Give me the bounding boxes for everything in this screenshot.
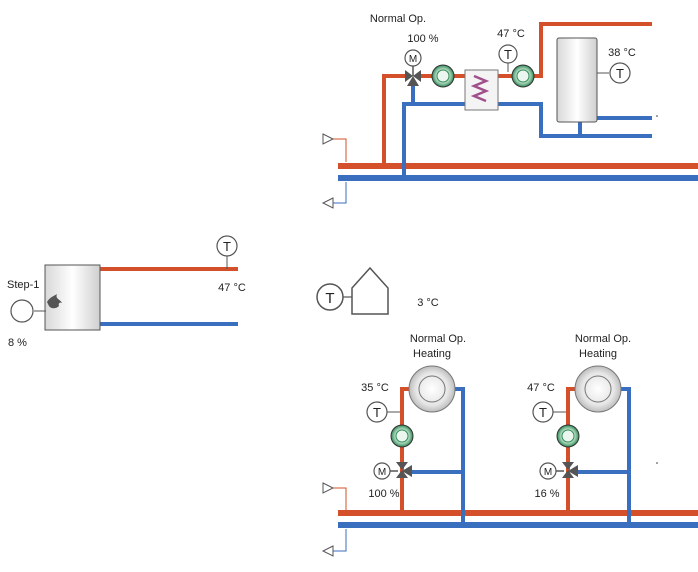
- hc1-return-pipe: [455, 387, 465, 522]
- hc1-pump[interactable]: [390, 424, 414, 448]
- hc2-temp-sensor[interactable]: T: [532, 401, 566, 423]
- dhw-tank-temp: 38 °C: [608, 47, 636, 59]
- valve-bottom-triangle: [562, 470, 574, 478]
- dhw-supply-riser: [382, 74, 405, 163]
- valve-top-triangle: [396, 462, 408, 470]
- heat-exchanger-coil-icon: [470, 74, 490, 103]
- dhw-exchanger-temp: 47 °C: [497, 28, 525, 40]
- hc2-return-pipe: [621, 387, 631, 522]
- motor-icon: [539, 462, 557, 480]
- temperature-sensor-icon: [216, 235, 238, 257]
- hc1-temp-sensor[interactable]: T: [366, 401, 400, 423]
- motor-icon: [404, 49, 422, 67]
- motor-label: M: [409, 54, 417, 65]
- lower-return-outlet-arrow: [321, 545, 334, 557]
- valve-top-triangle: [562, 462, 574, 470]
- valve-side-triangle: [568, 465, 578, 477]
- boiler-unit: Step-1 8 % T 47 °C: [7, 235, 246, 349]
- pump-rotor: [395, 429, 409, 443]
- circuit-end-marker: [656, 462, 658, 464]
- upper-supply-inlet-arrow: [322, 133, 335, 145]
- hc1-mixing-valve[interactable]: M: [373, 462, 412, 480]
- sensor-symbol: T: [616, 66, 624, 81]
- tank-outlet-marker: [656, 115, 658, 117]
- valve-side-triangle: [402, 465, 412, 477]
- pump-rotor: [561, 429, 575, 443]
- boiler-flow-temp-sensor[interactable]: T: [216, 235, 238, 269]
- hc1-radiator[interactable]: [408, 365, 456, 413]
- boiler[interactable]: [44, 264, 101, 331]
- upper-supply-inlet-line: [330, 138, 347, 162]
- dhw-mode-label: Normal Op.: [370, 13, 426, 25]
- dhw-secondary-pump[interactable]: [511, 64, 535, 88]
- dhw-secondary-return: [498, 102, 652, 138]
- lower-header: [321, 482, 698, 557]
- hc2-mixing-valve[interactable]: M: [539, 462, 578, 480]
- heating-circuit-1: Normal Op. Heating T 35 °C M 100 %: [361, 333, 466, 522]
- burner-icon[interactable]: [10, 299, 34, 323]
- hc2-flow-temp: 47 °C: [527, 382, 555, 394]
- dhw-storage-tank[interactable]: [556, 37, 598, 123]
- hc2-supply-to-radiator: [566, 387, 576, 391]
- lower-supply-inlet-arrow: [322, 482, 335, 494]
- sensor-symbol: T: [325, 290, 334, 307]
- sensor-symbol: T: [373, 405, 381, 420]
- valve-bottom-triangle: [396, 470, 408, 478]
- lower-supply-inlet-line: [330, 487, 347, 510]
- radiator-icon: [408, 365, 456, 413]
- upper-header: [321, 133, 698, 209]
- flame-icon: [47, 294, 62, 309]
- upper-return-outlet-line: [332, 182, 347, 204]
- valve-left-triangle: [405, 70, 413, 82]
- hc1-supply-to-radiator: [400, 387, 410, 391]
- upper-return-outlet-arrow: [321, 197, 334, 209]
- boiler-flow-temp: 47 °C: [218, 282, 246, 294]
- hc2-pump[interactable]: [556, 424, 580, 448]
- lower-return-outlet-line: [332, 529, 347, 552]
- valve-right-triangle: [413, 70, 421, 82]
- hc1-valve-position: 100 %: [368, 488, 399, 500]
- hc2-mode: Normal Op.: [575, 333, 631, 345]
- boiler-modulation: 8 %: [8, 337, 27, 349]
- dhw-exchanger-temp-sensor[interactable]: T: [498, 44, 518, 72]
- dhw-tank-temp-sensor[interactable]: T: [597, 62, 631, 84]
- sensor-symbol: T: [504, 47, 512, 62]
- hc2-valve-position: 16 %: [534, 488, 559, 500]
- dhw-valve-position: 100 %: [407, 33, 438, 45]
- hc1-flow-temp: 35 °C: [361, 382, 389, 394]
- hc1-state: Heating: [413, 348, 451, 360]
- dhw-mixing-valve[interactable]: M: [404, 49, 422, 86]
- motor-icon: [373, 462, 391, 480]
- pump-rotor: [516, 69, 530, 83]
- radiator-icon: [574, 365, 622, 413]
- temperature-sensor-icon: [609, 62, 631, 84]
- temperature-sensor-icon: [498, 44, 518, 64]
- hc1-mode: Normal Op.: [410, 333, 466, 345]
- hc2-state: Heating: [579, 348, 617, 360]
- pump-rotor: [436, 69, 450, 83]
- outdoor-temp: 3 °C: [417, 297, 439, 309]
- dhw-primary-pump[interactable]: [431, 64, 455, 88]
- dhw-secondary-supply: [534, 22, 652, 78]
- heat-exchanger[interactable]: [464, 69, 499, 111]
- boiler-step-label: Step-1: [7, 279, 39, 291]
- valve-bottom-triangle: [407, 76, 419, 86]
- hc2-radiator[interactable]: [574, 365, 622, 413]
- tank-body: [556, 37, 598, 123]
- sensor-symbol: T: [223, 239, 231, 254]
- radiator-inner: [584, 375, 612, 403]
- heating-circuit-2: Normal Op. Heating T 47 °C M 16 %: [527, 333, 658, 522]
- dhw-circuit: M Normal Op. 100 % T 47 °C: [370, 13, 658, 175]
- motor-label: M: [544, 467, 552, 478]
- outdoor-sensor[interactable]: T: [316, 266, 389, 315]
- sensor-symbol: T: [539, 405, 547, 420]
- radiator-inner: [418, 375, 446, 403]
- house-icon: [351, 266, 389, 315]
- dhw-return-drop: [402, 102, 465, 175]
- motor-label: M: [378, 467, 386, 478]
